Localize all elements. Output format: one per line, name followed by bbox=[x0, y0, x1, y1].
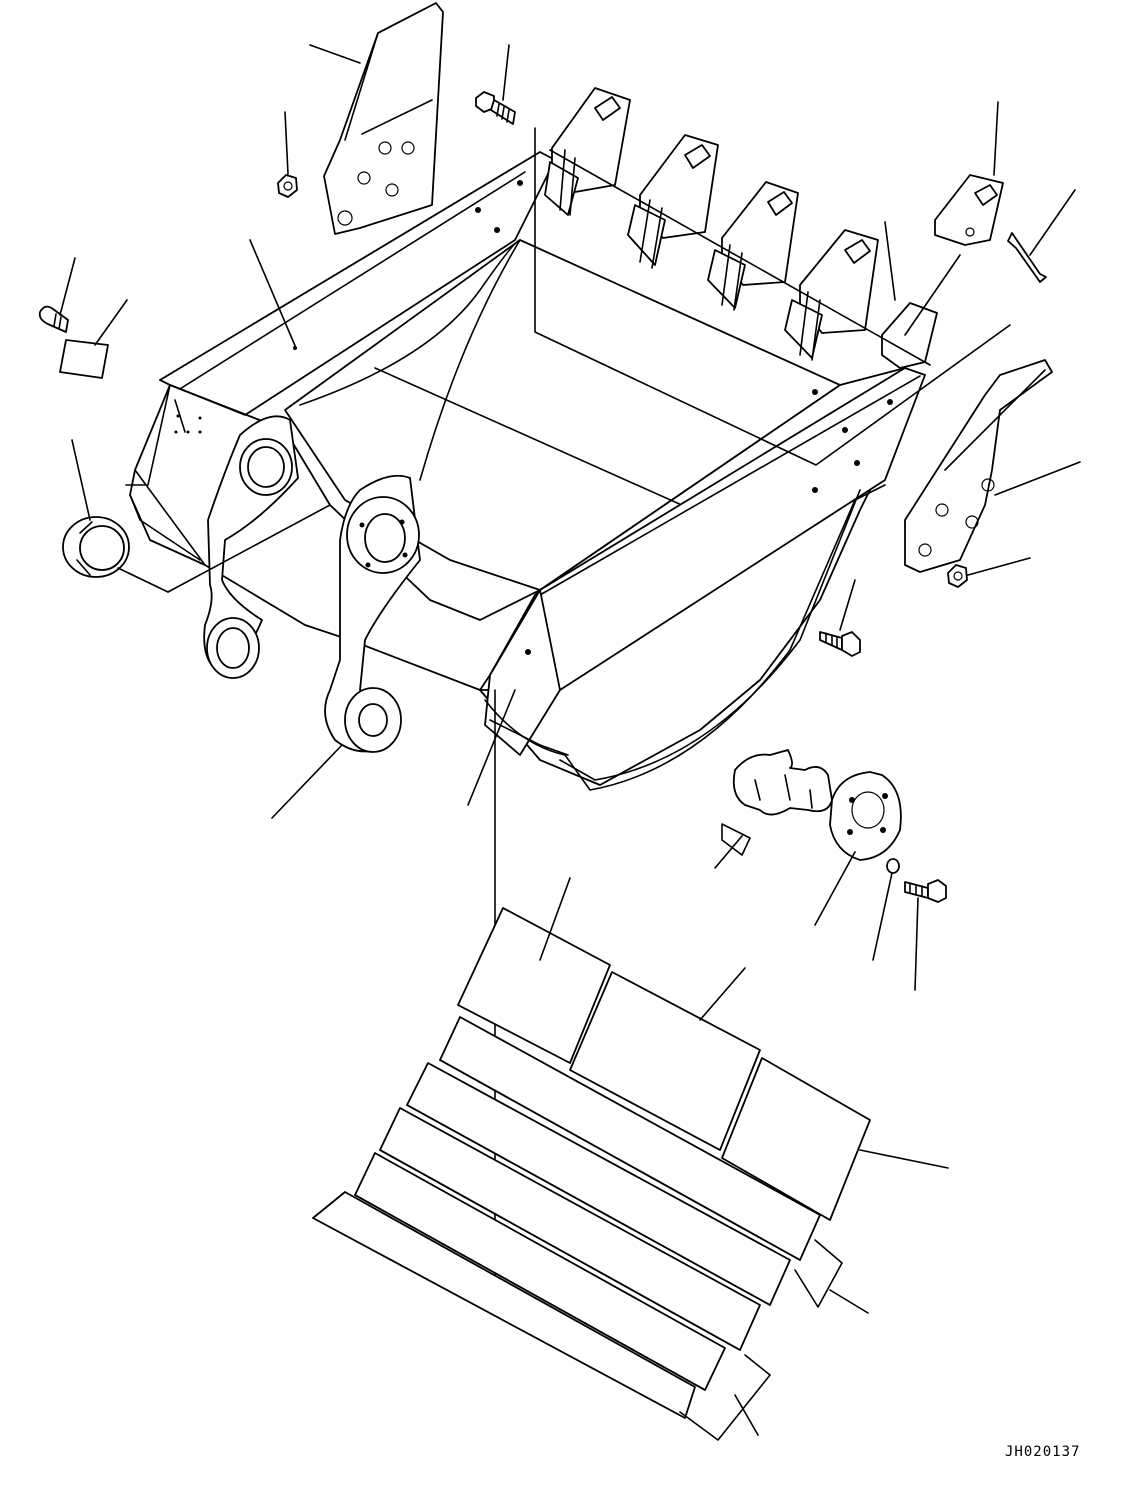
leader-lip bbox=[534, 127, 1011, 466]
tooth-pin bbox=[1007, 189, 1076, 283]
drawing-code: JH020137 bbox=[1005, 1444, 1081, 1460]
bushing-left bbox=[62, 439, 130, 578]
lip-line bbox=[549, 149, 931, 366]
wear-plate-top bbox=[457, 877, 949, 1221]
tooth-4 bbox=[784, 229, 879, 361]
bucket-body bbox=[117, 151, 926, 1301]
bolt-lower-right bbox=[904, 879, 947, 991]
side-shroud-left bbox=[309, 2, 444, 235]
tooth-1 bbox=[544, 87, 631, 216]
boss-plate bbox=[814, 771, 902, 926]
bolt-right bbox=[819, 579, 861, 657]
liner-strips bbox=[312, 1016, 821, 1419]
tooth-5 bbox=[881, 221, 938, 369]
nut-left bbox=[277, 111, 298, 198]
washer bbox=[872, 858, 900, 961]
shim-plate bbox=[714, 749, 833, 869]
bracket-leaders bbox=[679, 1239, 869, 1441]
bolt-top bbox=[475, 44, 516, 125]
tooth-loose bbox=[904, 101, 1004, 336]
tooth-3 bbox=[707, 181, 799, 311]
nut-right bbox=[947, 557, 1031, 588]
side-shroud-right bbox=[904, 359, 1081, 573]
pin-left bbox=[38, 257, 128, 379]
